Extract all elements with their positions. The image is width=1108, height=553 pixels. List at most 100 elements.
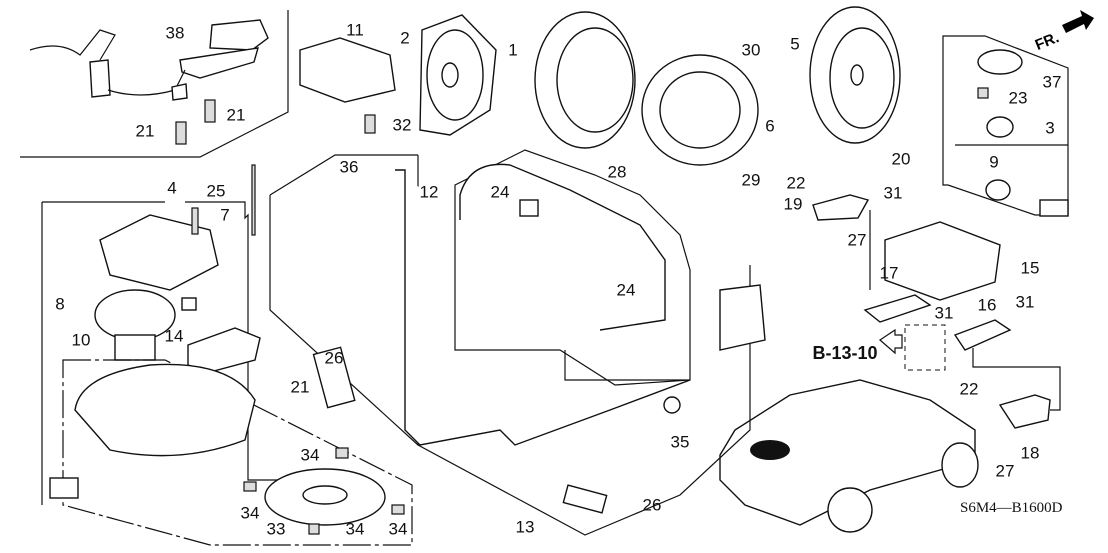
callout-27: 27: [995, 461, 1015, 481]
callout-22: 22: [786, 173, 806, 193]
leader-lines: [869, 210, 1061, 411]
callout-31: 31: [1015, 292, 1035, 312]
callout-26: 26: [324, 348, 344, 368]
part-12-antenna-cable: [459, 163, 666, 331]
reference-code: B-13-10: [812, 343, 878, 363]
callout-25: 25: [206, 181, 226, 201]
bolt-32-icon: [364, 114, 376, 134]
callout-28: 28: [607, 162, 627, 182]
clip-34-icon: [308, 523, 320, 535]
callout-4: 4: [167, 178, 177, 198]
callout-1: 1: [508, 40, 518, 60]
clip-34-icon: [391, 504, 405, 515]
part-antenna-connectors: [719, 284, 766, 351]
part-16-bracket: [953, 319, 1012, 351]
callout-17: 17: [879, 263, 899, 283]
bolt-21-icon: [175, 121, 187, 145]
panel-border-12: [454, 149, 691, 386]
part-3-tweeter: [986, 116, 1014, 138]
leader-line: [564, 350, 690, 381]
vehicle-outline: [719, 379, 979, 533]
part-8-magnet: [114, 334, 156, 361]
callout-22: 22: [959, 379, 979, 399]
reference-arrow-icon: [879, 328, 903, 355]
panel-border-4: [42, 201, 280, 481]
part-23-clip: [977, 87, 989, 99]
clip-34-icon: [243, 481, 257, 492]
callout-3: 3: [1045, 118, 1055, 138]
callout-10: 10: [71, 330, 91, 350]
callout-32: 32: [392, 115, 412, 135]
part-24-clip: [519, 199, 539, 217]
part-18-bracket: [998, 394, 1051, 429]
part-4-mount-plate: [99, 214, 219, 291]
part-33-hole: [302, 485, 348, 505]
part-17-bracket: [863, 294, 932, 323]
callout-34: 34: [300, 445, 320, 465]
callout-33: 33: [266, 519, 286, 539]
callout-12: 12: [419, 182, 439, 202]
panel-border-38: [20, 10, 289, 158]
callout-24: 24: [490, 182, 510, 202]
diagram-code: S6M4—B1600D: [960, 500, 1063, 516]
part-15-amplifier: [884, 221, 1001, 301]
callout-18: 18: [1020, 443, 1040, 463]
callout-2: 2: [400, 28, 410, 48]
callout-5: 5: [790, 34, 800, 54]
part-10-enclosure: [74, 363, 256, 457]
reference-box: [904, 324, 946, 371]
part-9-connector: [1039, 199, 1069, 217]
callout-36: 36: [339, 157, 359, 177]
callout-21: 21: [226, 105, 246, 125]
part-37-tweeter: [977, 49, 1023, 75]
callout-6: 6: [765, 116, 775, 136]
callout-21: 21: [290, 377, 310, 397]
callout-20: 20: [891, 149, 911, 169]
part-label-plate: [49, 477, 79, 499]
callout-19: 19: [783, 194, 803, 214]
part-8-subwoofer: [94, 289, 176, 341]
front-arrow-icon: [1062, 10, 1094, 33]
part-14-amp-unit: [187, 327, 261, 373]
callout-31: 31: [883, 183, 903, 203]
part-2-speaker: [419, 14, 497, 136]
callout-29: 29: [741, 170, 761, 190]
part-26-tape: [562, 484, 608, 514]
callout-26: 26: [642, 495, 662, 515]
part-19-bracket: [812, 194, 870, 221]
callout-34: 34: [388, 519, 408, 539]
callout-13: 13: [515, 517, 535, 537]
part-35-clamp: [663, 396, 681, 414]
bolt-7-icon: [191, 207, 199, 235]
callout-11: 11: [346, 20, 364, 40]
callout-37: 37: [1042, 72, 1062, 92]
panel-border-line: [269, 154, 419, 446]
bolt-21-icon: [204, 99, 216, 123]
callout-16: 16: [977, 295, 997, 315]
clip-34-icon: [335, 447, 349, 459]
callout-8: 8: [55, 294, 65, 314]
callout-21: 21: [135, 121, 155, 141]
part-26-tape: [312, 346, 356, 409]
callout-15: 15: [1020, 258, 1040, 278]
part-38-antenna-module: [29, 19, 269, 101]
callout-30: 30: [741, 40, 761, 60]
part-14-connector: [181, 297, 197, 311]
callout-38: 38: [165, 23, 185, 43]
callout-9: 9: [989, 152, 999, 172]
callout-14: 14: [164, 326, 184, 346]
part-5-speaker: [809, 6, 901, 144]
part-13-harness: [395, 169, 691, 446]
callout-34: 34: [240, 503, 260, 523]
callout-31: 31: [934, 303, 954, 323]
callout-35: 35: [670, 432, 690, 452]
panel-border-10: [62, 359, 413, 546]
part-11-unit: [299, 37, 396, 103]
callout-23: 23: [1008, 88, 1028, 108]
part-9-tweeter: [985, 179, 1011, 201]
callout-27: 27: [847, 230, 867, 250]
callout-34: 34: [345, 519, 365, 539]
callout-24: 24: [616, 280, 636, 300]
callout-7: 7: [220, 205, 230, 225]
